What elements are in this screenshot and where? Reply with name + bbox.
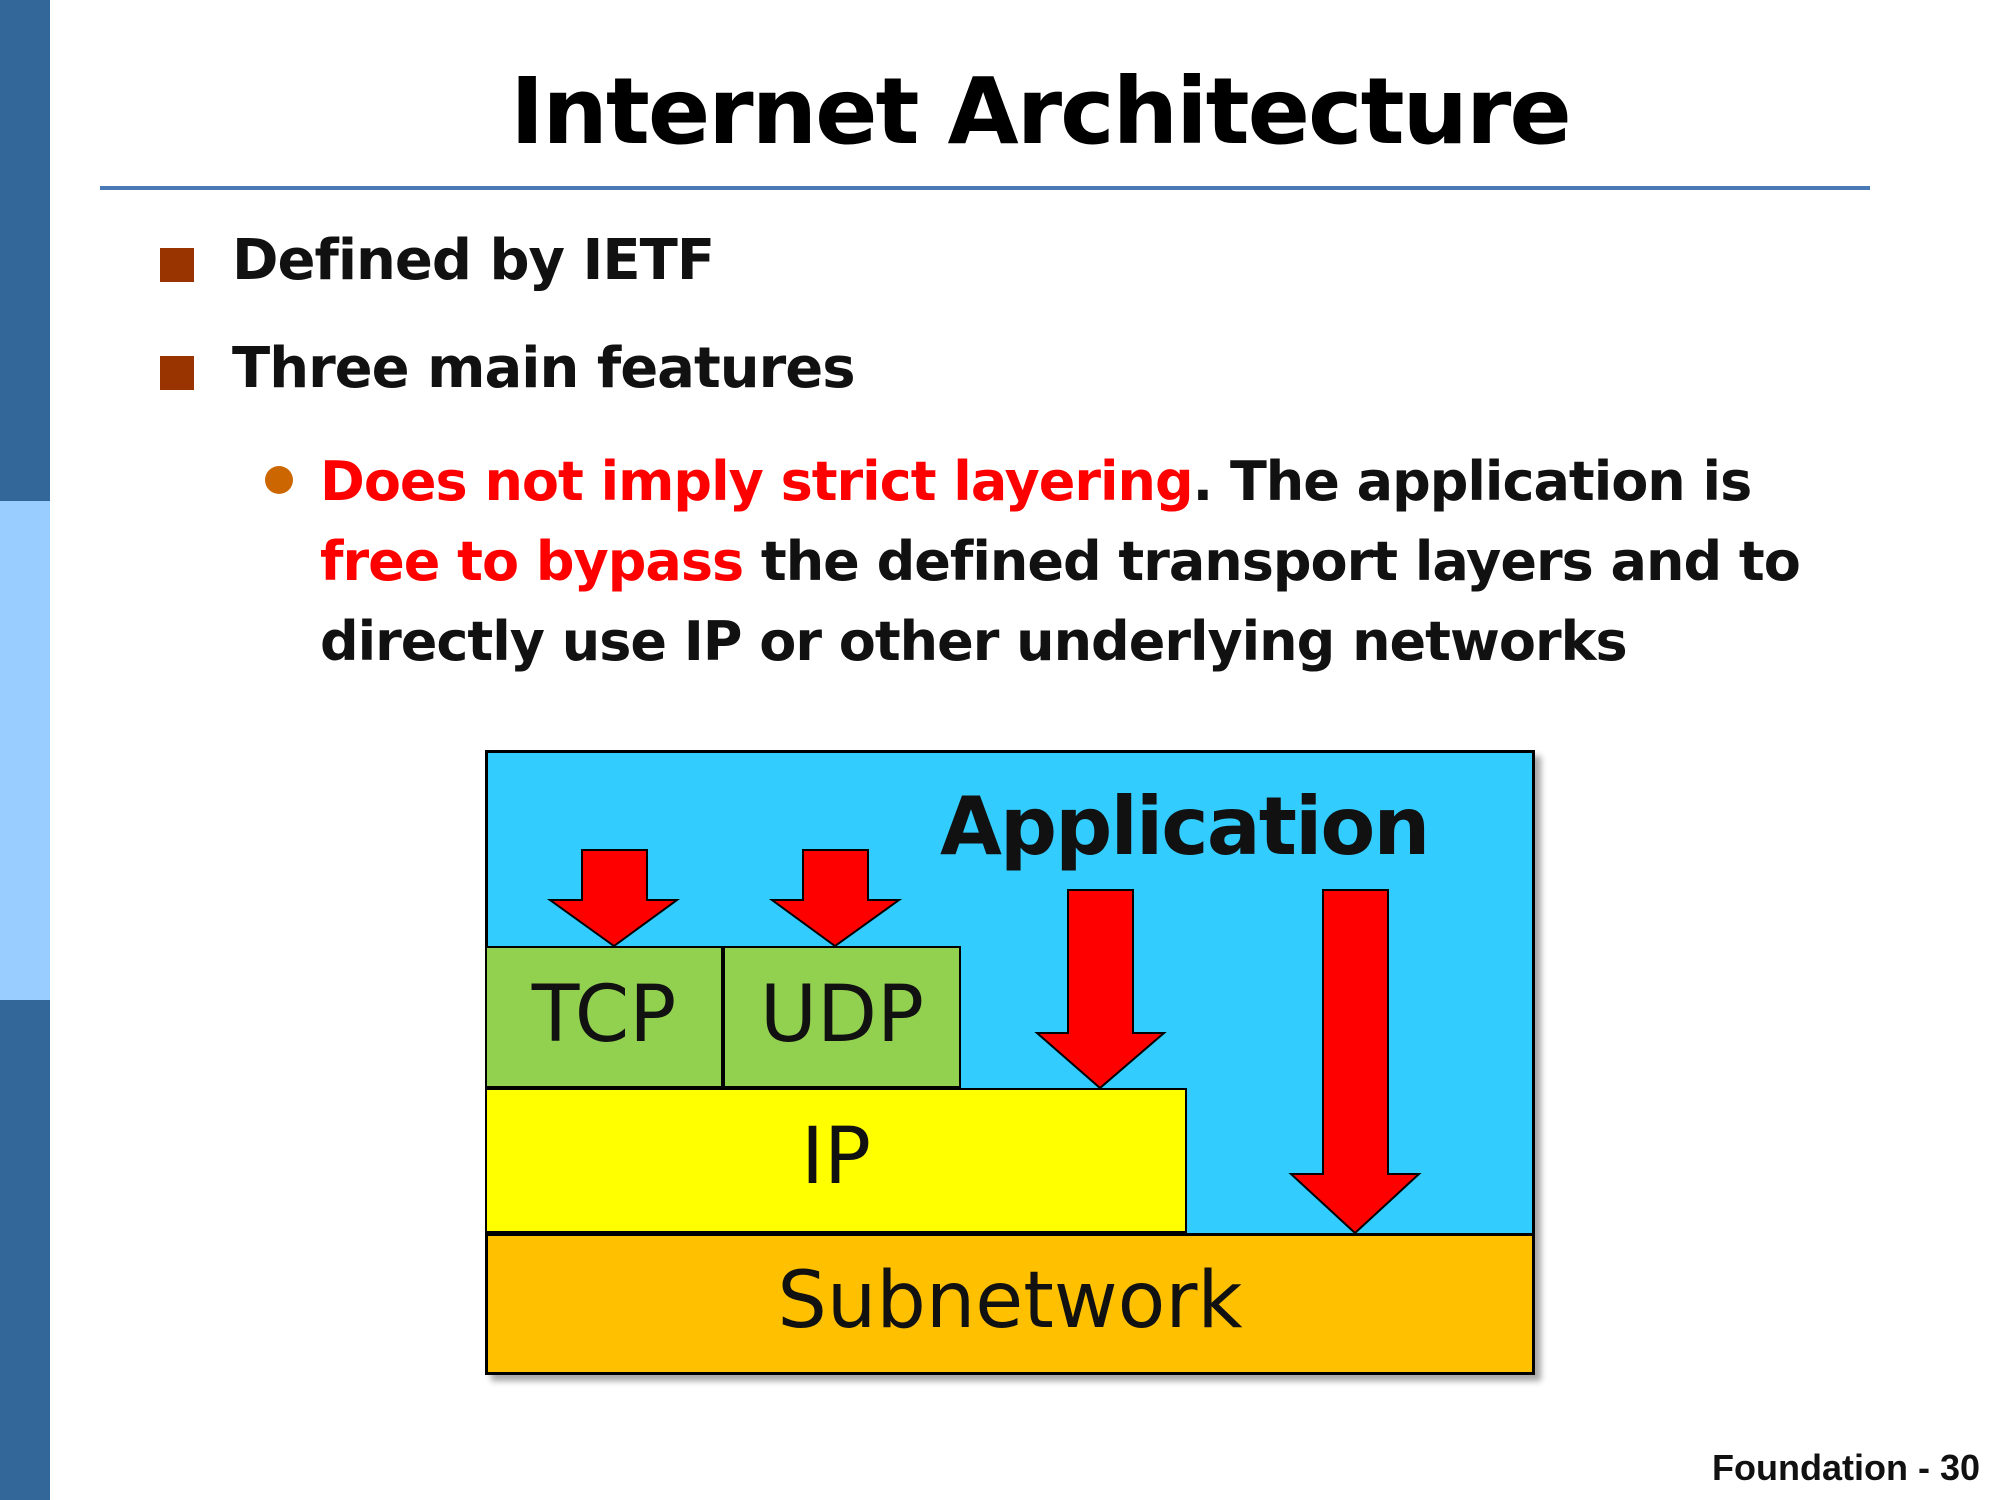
sub-bullet-text: Does not imply strict layering. The appl… bbox=[320, 442, 1880, 682]
subnetwork-box: Subnetwork bbox=[485, 1233, 1535, 1375]
arrow-to-udp bbox=[768, 849, 903, 948]
arrow-to-subnetwork bbox=[1288, 889, 1422, 1235]
arrow-to-ip bbox=[1034, 889, 1167, 1090]
ip-box: IP bbox=[485, 1088, 1187, 1233]
bullet-square-icon bbox=[160, 248, 194, 282]
sub-bullet-dot-icon bbox=[265, 466, 293, 494]
emphasis-free-to-bypass: free to bypass bbox=[320, 530, 744, 593]
ip-label: IP bbox=[800, 1112, 872, 1202]
udp-label: UDP bbox=[759, 970, 925, 1060]
slide-footer: Foundation - 30 bbox=[1712, 1447, 1980, 1488]
emphasis-strict-layering: Does not imply strict layering bbox=[320, 450, 1194, 513]
bullet-defined-by: Defined by IETF bbox=[232, 228, 715, 293]
bullet-three-features: Three main features bbox=[232, 336, 856, 401]
sub-bullet-part2: . The application is bbox=[1192, 450, 1753, 513]
slide-title: Internet Architecture bbox=[510, 58, 1572, 165]
left-accent-bar bbox=[0, 0, 50, 1500]
tcp-label: TCP bbox=[531, 970, 677, 1060]
tcp-box: TCP bbox=[485, 946, 723, 1088]
arrows-layer bbox=[546, 849, 1422, 1235]
layer-diagram: Application TCP UDP IP Subnetwork bbox=[485, 750, 1535, 1375]
sub-bullet-part4: the defined transport layers and to dire… bbox=[320, 530, 1801, 673]
left-bar-bottom-segment bbox=[0, 1000, 50, 1500]
udp-box: UDP bbox=[723, 946, 961, 1088]
application-label: Application bbox=[940, 780, 1430, 873]
left-bar-top-segment bbox=[0, 0, 50, 501]
arrow-to-tcp bbox=[546, 849, 681, 948]
bullet-square-icon bbox=[160, 356, 194, 390]
title-underline bbox=[100, 186, 1870, 190]
left-bar-middle-segment bbox=[0, 501, 50, 1000]
subnetwork-label: Subnetwork bbox=[777, 1256, 1243, 1346]
